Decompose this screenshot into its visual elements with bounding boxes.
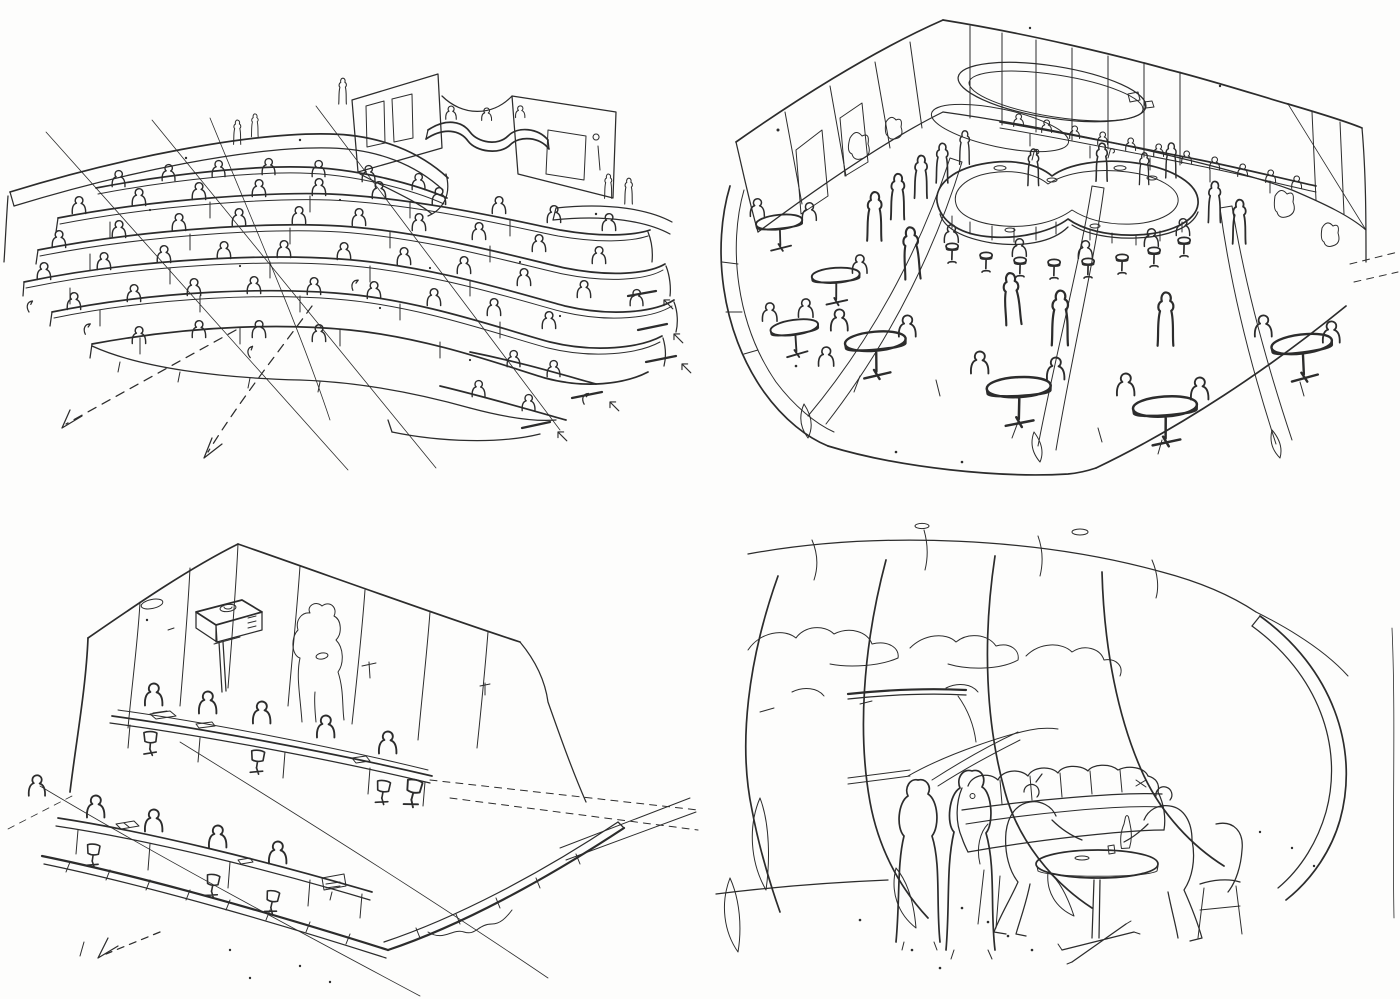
room-outline [69, 543, 587, 803]
section-lines [45, 105, 561, 471]
glass-partitions [800, 157, 1293, 463]
left-tables [749, 198, 868, 367]
floor-edges [720, 185, 1399, 476]
audience-figures [36, 157, 644, 412]
upper-desk [109, 682, 433, 810]
ground-marks [715, 879, 1034, 970]
foreground-tables [829, 308, 1341, 455]
standing-figures [895, 769, 996, 960]
dashed-flow-arrows [61, 305, 313, 459]
tiered-rows [22, 166, 678, 421]
flow-arrow [79, 931, 161, 959]
workroom-sketch-panel [5, 543, 699, 997]
section-lines [5, 741, 549, 997]
structural-leaf [1251, 615, 1395, 919]
cafeteria-sketch-panel [720, 19, 1399, 476]
front-fascia [91, 345, 557, 442]
lounge-sketch-panel [715, 522, 1395, 970]
central-bar [936, 142, 1199, 246]
row-end-rails-and-arrows [26, 278, 692, 442]
seated-figure-right [1123, 786, 1203, 942]
empty-chair [1197, 822, 1243, 939]
seated-figure-left [977, 773, 1083, 937]
glazing-ribs [724, 522, 1349, 953]
lower-desk [27, 774, 373, 919]
ghost-figure [292, 603, 345, 723]
floor-slab [40, 779, 699, 984]
projector [195, 599, 263, 693]
cafe-table-group [977, 773, 1243, 965]
reception-counter [425, 121, 550, 152]
room-shell [735, 19, 1367, 263]
interior-lines [846, 688, 1059, 787]
banquette-sofa [956, 764, 1166, 853]
wall-oval-sign [930, 61, 1155, 153]
balcony-band [3, 133, 673, 263]
back-counter-diners [999, 113, 1317, 194]
tree-outlines [747, 627, 1122, 713]
auditorium-sketch-panel [3, 73, 692, 471]
standing-figures [233, 77, 633, 205]
